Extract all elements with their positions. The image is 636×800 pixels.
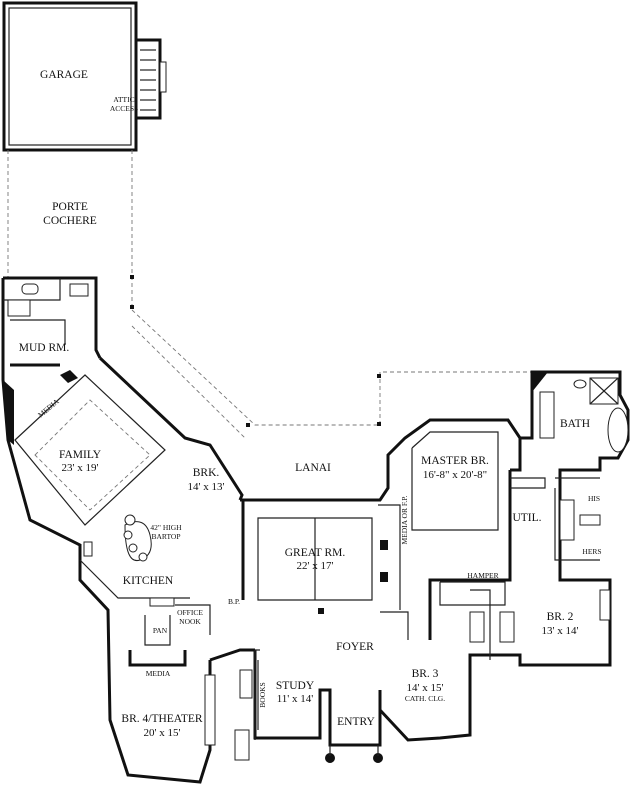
kitchen-label: KITCHEN [123,575,174,587]
mud-room-walls [3,278,89,367]
br2-label: BR. 2 [547,611,574,623]
br4-theater-walls [128,604,253,761]
family-label: FAMILY [59,449,102,461]
attic-access-label-2: ACCESS [110,104,138,113]
bartop-label-2: BARTOP [151,532,180,541]
bartop-label-1: 42" HIGH [150,523,182,532]
mud-room-label: MUD RM. [19,342,70,354]
br3-note: CATH. CLG. [405,694,445,703]
lanai-outline [377,371,532,426]
bath-fixtures [539,377,629,453]
br4-theater-dims: 20' x 15' [144,727,181,739]
garage-structure [2,1,167,152]
br2-dims: 13' x 14' [542,625,579,637]
room-labels: GARAGE ATTIC ACCESS PORTE COCHERE MUD RM… [19,69,602,739]
br3-label: BR. 3 [412,668,439,680]
master-suite-walls [411,431,601,640]
pan-label: PAN [153,626,168,635]
great-rm-dims: 22' x 17' [297,560,334,572]
hamper-label: HAMPER [467,571,498,580]
media-family-label: MEDIA [36,396,61,419]
study-label: STUDY [276,680,315,692]
study-walls [254,649,383,763]
family-dims: 23' x 19' [62,462,99,474]
books-label: BOOKS [258,682,267,707]
br2-br3-walls [439,581,611,660]
bp-label: B.P. [228,597,240,606]
porte-cochere-label-2: COCHERE [43,215,97,227]
great-rm-label: GREAT RM. [285,547,346,559]
lanai-label: LANAI [295,462,331,474]
br4-theater-label: BR. 4/THEATER [121,713,202,725]
kitchen-fixtures [79,514,190,607]
brk-dims: 14' x 13' [188,481,225,493]
office-nook-label-1: OFFICE [177,608,203,617]
master-br-label: MASTER BR. [421,455,489,467]
entry-label: ENTRY [337,716,375,728]
util-label: UTIL. [512,512,541,524]
bath-label: BATH [560,418,590,430]
his-label: HIS [588,494,600,503]
attic-access-label-1: ATTIC [113,95,134,104]
media-fp-label: MEDIA OR F.P. [400,495,409,544]
study-dims: 11' x 14' [277,693,314,705]
family-room-walls [14,374,166,526]
hers-label: HERS [582,547,601,556]
brk-label: BRK. [193,467,220,479]
foyer-label: FOYER [336,641,374,653]
br3-dims: 14' x 15' [407,682,444,694]
office-nook-label-2: NOOK [179,617,201,626]
porte-cochere-label-1: PORTE [52,201,88,213]
master-br-dims: 16'-8" x 20'-8" [423,469,487,481]
great-room-walls [241,500,409,640]
porte-cochere-outline [7,150,380,439]
garage-label: GARAGE [40,69,88,81]
media-theater-label: MEDIA [146,669,171,678]
